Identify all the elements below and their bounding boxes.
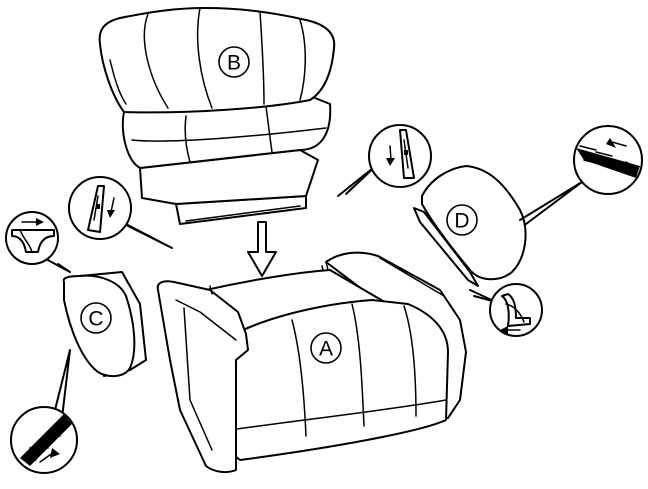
seat-front-body	[224, 300, 448, 460]
velcro-callout-left	[6, 212, 70, 272]
zipper-callout-right	[520, 126, 642, 224]
left-armrest-cushion: C	[64, 272, 146, 376]
label-a: A	[319, 338, 333, 361]
down-arrow-icon	[248, 222, 276, 276]
backrest: B	[100, 8, 335, 224]
right-armrest-cushion: D	[414, 166, 526, 286]
label-b: B	[227, 52, 241, 75]
velcro-callout-right	[470, 284, 542, 336]
zipper-callout-left	[11, 350, 77, 473]
backrest-top	[100, 8, 335, 112]
seat-left-arm	[158, 281, 248, 472]
label-c: C	[88, 308, 103, 331]
latch-down-callout-right	[338, 125, 431, 196]
label-d: D	[454, 210, 469, 233]
seat-base: A	[158, 253, 466, 472]
